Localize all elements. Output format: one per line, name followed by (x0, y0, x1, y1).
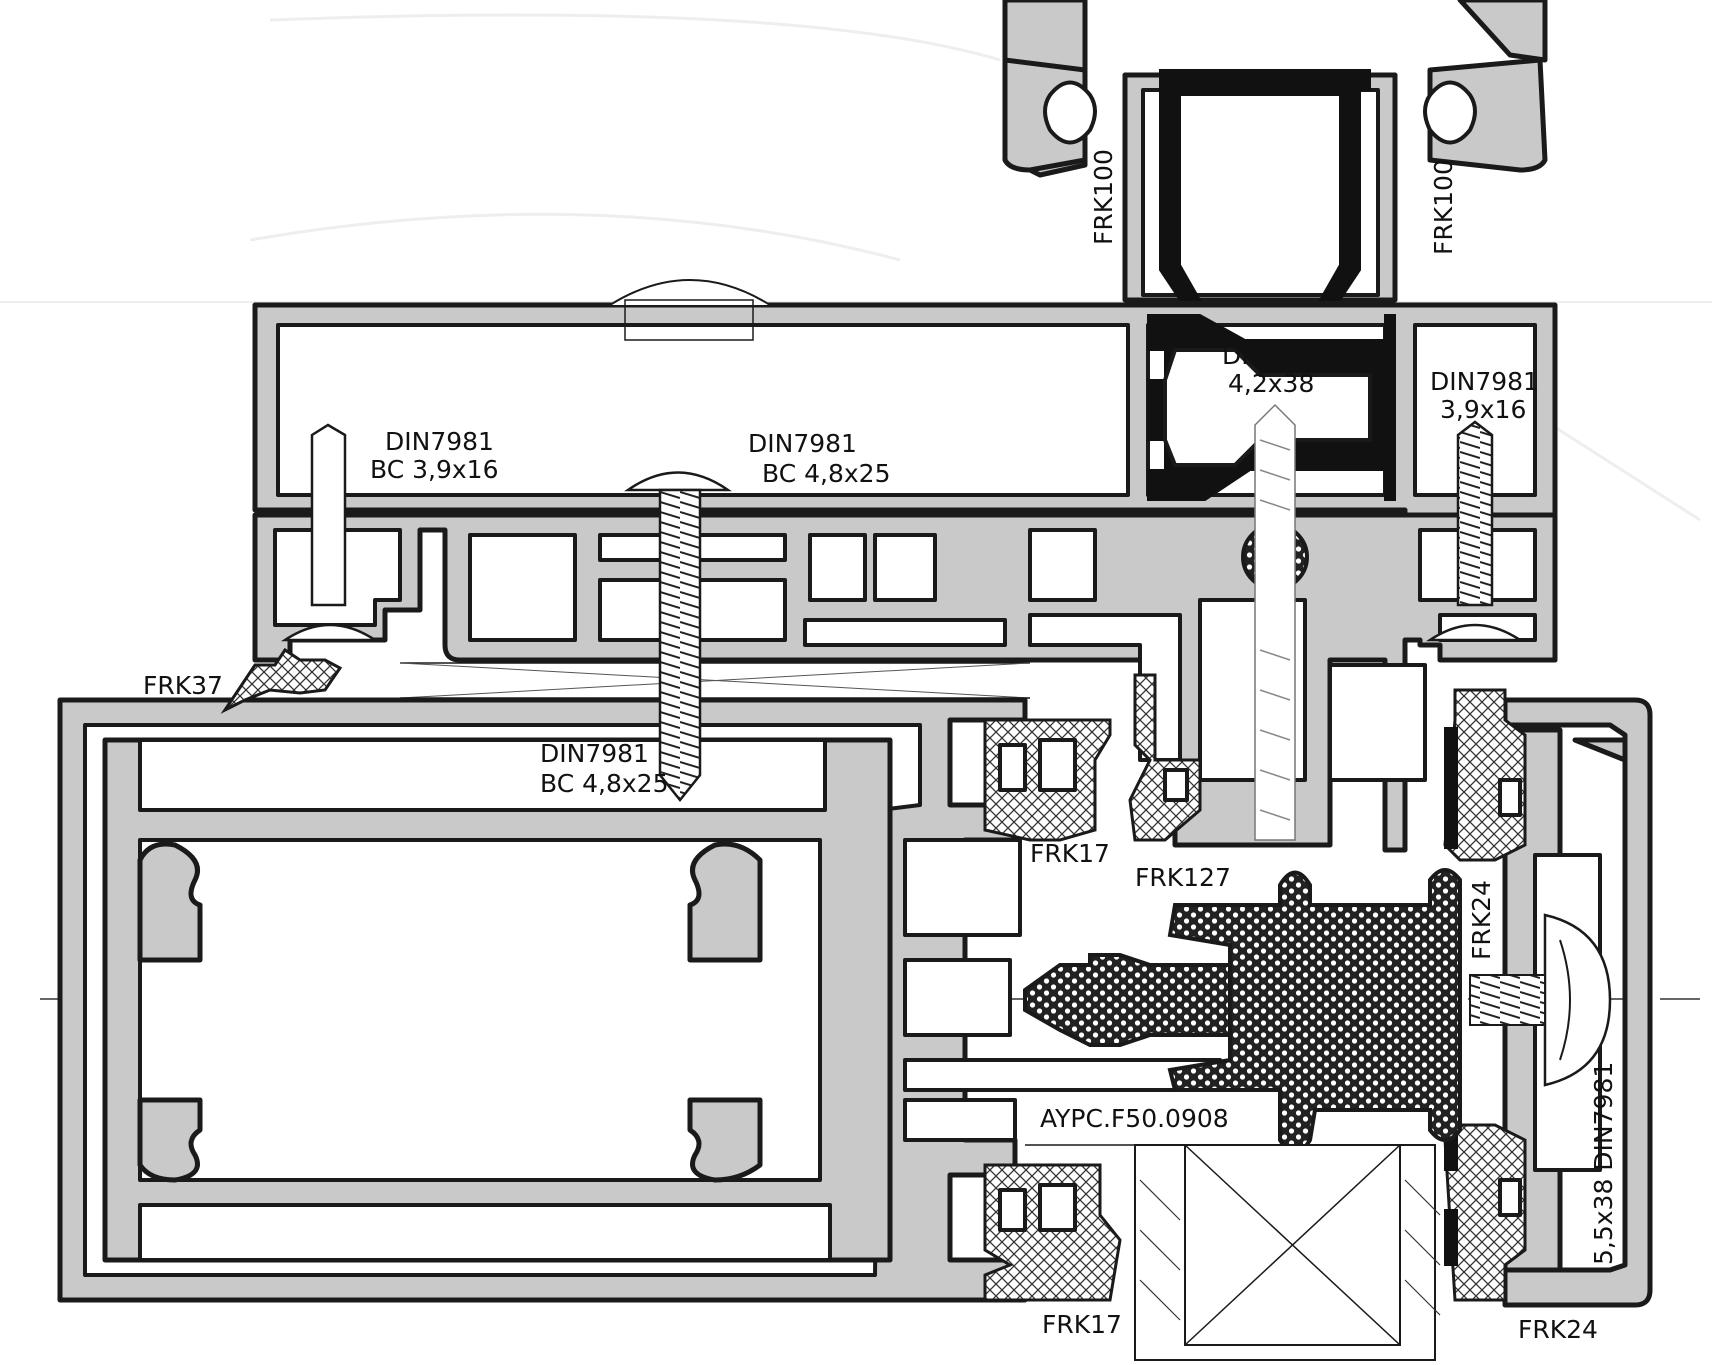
screw-din7981-5-5x38 (1469, 913, 1612, 1087)
label-din7981-vertical: 5,5x38 DIN7981 (1589, 1062, 1618, 1265)
label-frk100-left: FRK100 (1089, 149, 1118, 245)
glazing-unit (399, 662, 1441, 1361)
frk24-bottom-gasket (1443, 1123, 1527, 1302)
label-frk24-vertical: FRK24 (1467, 880, 1496, 960)
label-din7981-low-line1: DIN7981 (540, 739, 649, 768)
label-frk24-bottom: FRK24 (1518, 1315, 1598, 1344)
top-mullion-profile (1002, 0, 1548, 303)
label-din7981-left-line1: DIN7981 (385, 427, 494, 456)
label-din7982-line2: 4,2x38 (1228, 369, 1314, 398)
lower-box-profile (57, 697, 1222, 1303)
frk37-gasket (220, 647, 343, 714)
center-insulator (1023, 523, 1603, 1155)
screw-din7981-3-9x16-right (1425, 420, 1525, 642)
gaskets (220, 647, 1527, 1302)
label-frk127: FRK127 (1135, 863, 1231, 892)
screws (280, 403, 1612, 1087)
label-din7981-mid-line2: BC 4,8x25 (762, 459, 890, 488)
label-frk17-top: FRK17 (1030, 839, 1110, 868)
main-transom-profile (252, 279, 1558, 663)
label-din7981-left-line2: BC 3,9x16 (370, 455, 498, 484)
label-din7981-right-line2: 3,9x16 (1440, 395, 1526, 424)
label-din7981-low-line2: BC 4,8x25 (540, 769, 668, 798)
adapter-profile (252, 512, 1558, 853)
screw-din7981-3-9x16-left (280, 423, 380, 642)
label-frk100-right: FRK100 (1429, 159, 1458, 255)
labels: FRK100 FRK100 DIN7982 4,2x38 DIN7981 3,9… (143, 149, 1618, 1344)
label-frk17-bottom: FRK17 (1042, 1310, 1122, 1339)
label-frk37: FRK37 (143, 671, 223, 700)
label-din7982-line1: DIN7982 (1222, 341, 1331, 370)
label-aypc: AYPC.F50.0908 (1040, 1104, 1229, 1133)
screw-din7981-4-8x25 (624, 471, 732, 803)
screw-din7982-4-2x38 (1254, 403, 1296, 841)
label-din7981-right-line1: DIN7981 (1430, 367, 1539, 396)
label-din7981-mid-line1: DIN7981 (748, 429, 857, 458)
